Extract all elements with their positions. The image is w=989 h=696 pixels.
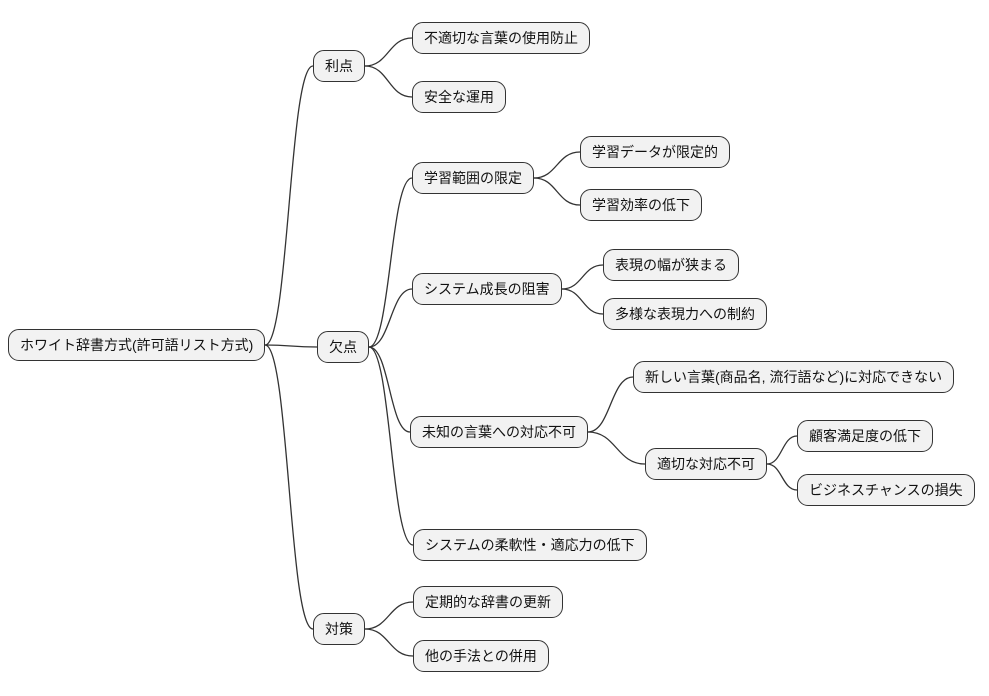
mindmap-node-lost-business-chances[interactable]: ビジネスチャンスの損失 — [797, 474, 975, 506]
mindmap-node-advantages[interactable]: 利点 — [313, 50, 365, 82]
mindmap-node-reduced-flexibility-adaptability[interactable]: システムの柔軟性・適応力の低下 — [413, 529, 647, 561]
mindmap-node-prevent-inappropriate-words[interactable]: 不適切な言葉の使用防止 — [412, 22, 590, 54]
mindmap-node-combine-other-methods[interactable]: 他の手法との併用 — [413, 640, 549, 672]
mindmap-node-cannot-handle-new-words[interactable]: 新しい言葉(商品名, 流行語など)に対応できない — [633, 361, 955, 393]
mindmap-node-limited-learning-data[interactable]: 学習データが限定的 — [580, 136, 730, 168]
mindmap-node-narrower-expression-range[interactable]: 表現の幅が狭まる — [603, 249, 739, 281]
mindmap-node-lower-customer-satisfaction[interactable]: 顧客満足度の低下 — [797, 420, 933, 452]
mindmap-node-countermeasures[interactable]: 対策 — [313, 613, 365, 645]
mindmap-node-lower-learning-efficiency[interactable]: 学習効率の低下 — [580, 189, 702, 221]
mindmap-node-no-proper-response[interactable]: 適切な対応不可 — [645, 448, 767, 480]
mindmap-node-limits-diverse-expression[interactable]: 多様な表現力への制約 — [603, 298, 767, 330]
mindmap-node-hinders-system-growth[interactable]: システム成長の阻害 — [412, 273, 562, 305]
mindmap-node-limited-learning-scope[interactable]: 学習範囲の限定 — [412, 162, 534, 194]
mindmap-node-cannot-handle-unknown-words[interactable]: 未知の言葉への対応不可 — [410, 416, 588, 448]
mindmap-node-safe-operation[interactable]: 安全な運用 — [412, 81, 506, 113]
mindmap-node-disadvantages[interactable]: 欠点 — [317, 331, 369, 363]
mindmap-node-regular-dictionary-updates[interactable]: 定期的な辞書の更新 — [413, 586, 563, 618]
mindmap-node-root[interactable]: ホワイト辞書方式(許可語リスト方式) — [8, 329, 266, 361]
